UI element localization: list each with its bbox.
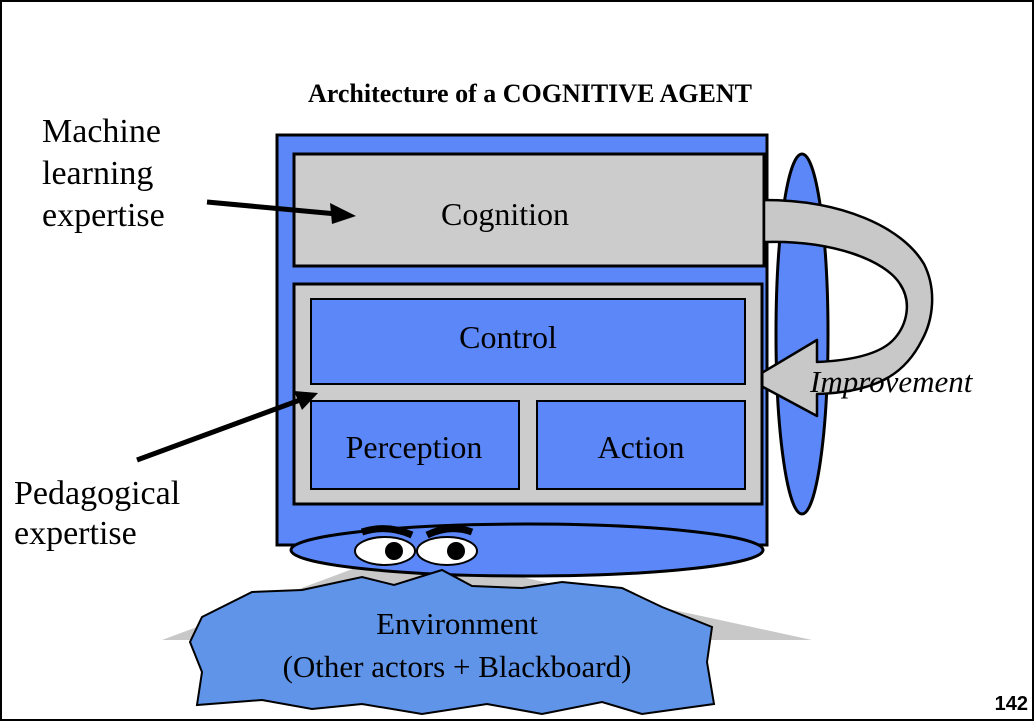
right-eyebrow (425, 525, 474, 539)
action-box (536, 400, 746, 490)
pedagogical-label-line2: expertise (14, 515, 137, 552)
environment-cloud (188, 568, 716, 716)
improvement-label: Improvement (809, 364, 974, 399)
environment-subtitle: (Other actors + Blackboard) (283, 649, 632, 684)
machine-learning-label-line2: learning (42, 155, 153, 192)
page-number: 142 (995, 693, 1028, 715)
control-label: Control (459, 319, 557, 355)
machine-learning-arrow (206, 199, 356, 224)
cognition-box (292, 152, 766, 268)
environment-title: Environment (376, 606, 538, 641)
cognition-label: Cognition (441, 196, 569, 232)
machine-learning-label-line1: Machine (42, 113, 161, 150)
improvement-arrow (748, 198, 934, 418)
pedagogical-arrow (136, 391, 318, 463)
action-label: Action (597, 429, 684, 465)
pedagogical-label-line1: Pedagogical (14, 475, 180, 512)
diagram-title: Architecture of a COGNITIVE AGENT (308, 79, 752, 108)
machine-learning-label-line3: expertise (42, 197, 165, 234)
perception-box (310, 400, 520, 490)
left-eyebrow (360, 525, 414, 539)
perception-label: Perception (346, 429, 483, 465)
control-box (310, 298, 746, 385)
left-eye-icon (354, 536, 416, 566)
right-eye-icon (416, 536, 478, 566)
